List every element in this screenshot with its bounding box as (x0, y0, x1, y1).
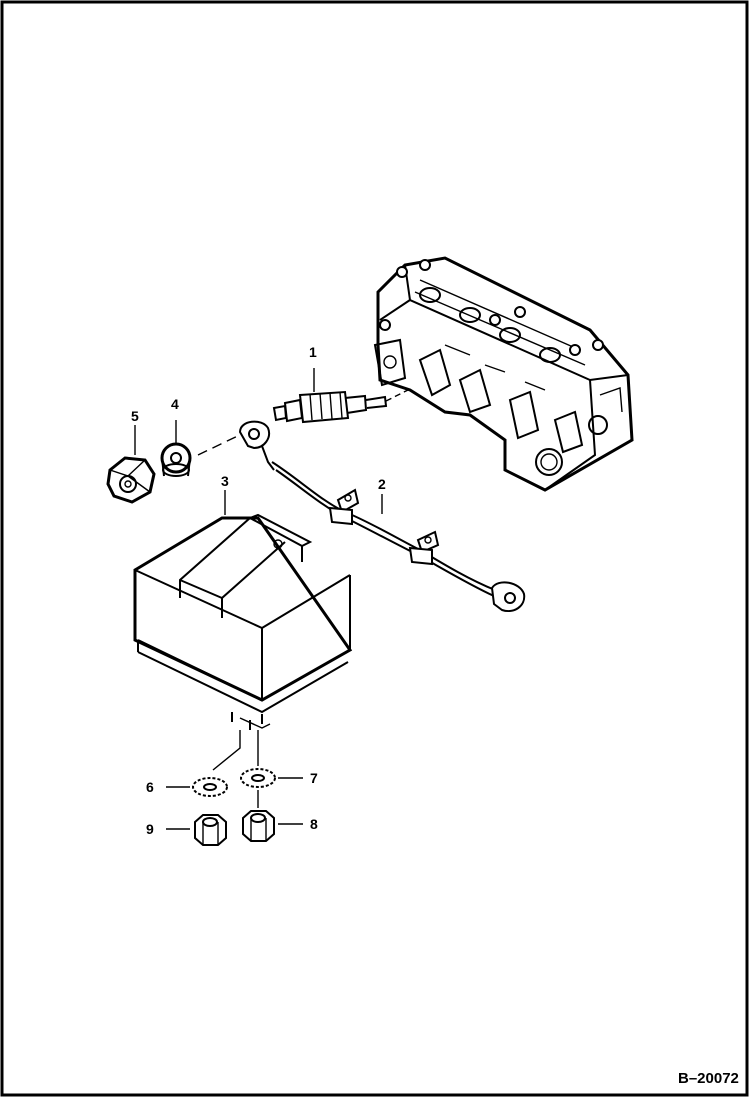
glow-plug (272, 390, 388, 424)
callout-1: 1 (309, 344, 317, 360)
lock-washer-7 (240, 768, 276, 788)
callout-2: 2 (378, 476, 386, 492)
nut-8 (242, 810, 275, 842)
wire-harness (238, 420, 526, 612)
nut-9 (194, 814, 227, 846)
lock-washer-6 (192, 777, 228, 797)
nut-5 (106, 456, 156, 504)
callout-9: 9 (146, 821, 154, 837)
document-id: B–20072 (678, 1070, 739, 1087)
callout-5: 5 (131, 408, 139, 424)
callout-4: 4 (171, 396, 179, 412)
callout-6: 6 (146, 779, 154, 795)
washer-4 (160, 442, 192, 477)
cylinder-head (373, 256, 634, 492)
callout-7: 7 (310, 770, 318, 786)
callout-3: 3 (221, 473, 229, 489)
controller-box (133, 513, 353, 730)
callout-8: 8 (310, 816, 318, 832)
